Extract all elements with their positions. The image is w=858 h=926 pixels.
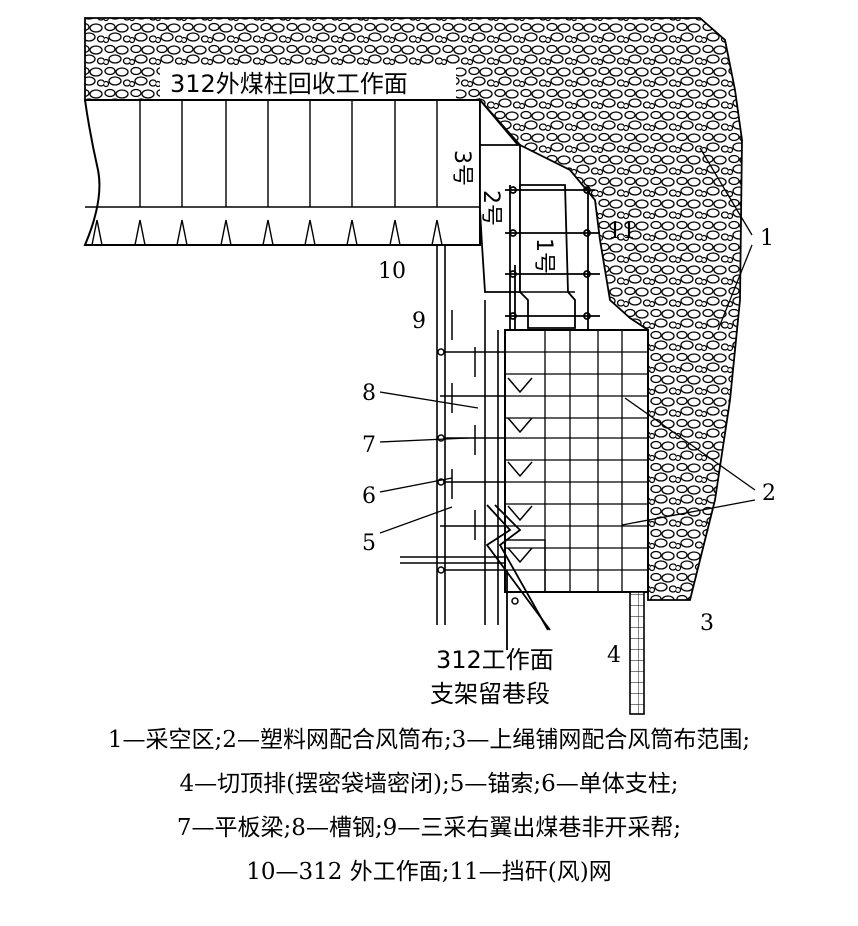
goaf-region: [84, 17, 743, 601]
working-face: [83, 99, 481, 246]
guard-frame: [505, 185, 600, 330]
label-1: 1: [760, 226, 774, 251]
legend-line-1: 1—采空区;2—塑料网配合风筒布;3—上绳铺网配合风筒布范围;: [107, 727, 751, 753]
cut-roof-row: [629, 591, 645, 715]
roadway-walls: [436, 245, 499, 625]
top-face-label: 312外煤柱回收工作面: [170, 70, 408, 98]
label-8: 8: [362, 381, 376, 406]
label-4: 4: [607, 643, 621, 668]
label-10: 10: [378, 259, 406, 284]
beams-and-props: [400, 310, 519, 605]
legend-line-3: 7—平板梁;8—槽钢;9—三采右翼出煤巷非开采帮;: [176, 815, 682, 841]
support-2-label: 2号: [478, 190, 503, 226]
top-face-label-box: [160, 66, 456, 100]
label-9: 9: [412, 309, 426, 334]
label-2: 2: [762, 481, 776, 506]
legend-line-2: 4—切顶排(摆密袋墙密闭);5—锚索;6—单体支柱;: [179, 771, 679, 797]
leader-lines: [379, 147, 756, 534]
bottom-label-line2: 支架留巷段: [430, 680, 550, 708]
mesh-area: [504, 329, 649, 593]
label-7: 7: [362, 433, 376, 458]
support-1: [519, 184, 576, 329]
label-11: 11: [608, 219, 636, 244]
support-1-label: 1号: [531, 238, 556, 274]
lower-support: [485, 504, 551, 650]
roadway-support-diagram: 312外煤柱回收工作面: [83, 17, 776, 715]
legend-line-4: 10—312 外工作面;11—挡矸(风)网: [246, 859, 612, 885]
bottom-label-line1: 312工作面: [436, 646, 554, 674]
label-3: 3: [700, 611, 714, 636]
support-3-label: 3号: [449, 150, 474, 186]
label-5: 5: [362, 531, 376, 556]
label-6: 6: [362, 484, 376, 509]
